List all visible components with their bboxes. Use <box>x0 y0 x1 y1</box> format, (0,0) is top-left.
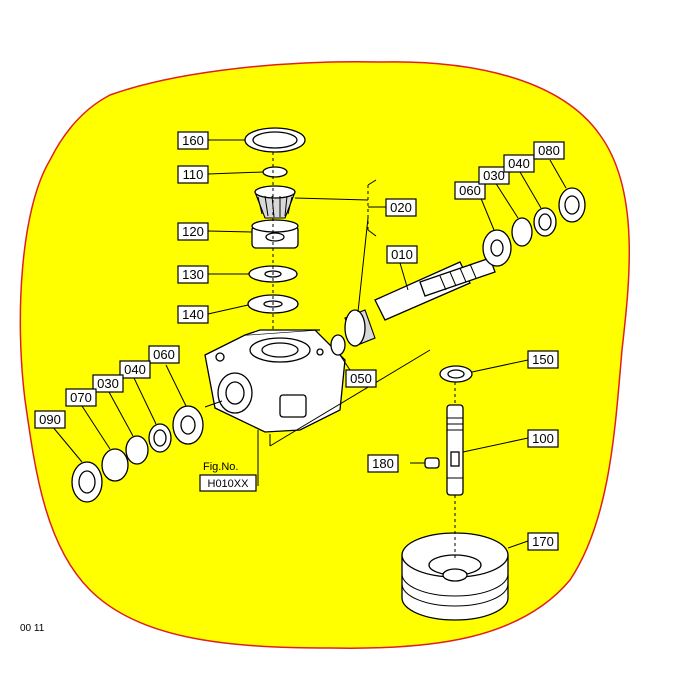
svg-text:010: 010 <box>391 247 413 262</box>
bevel-gear-shaft <box>344 309 376 347</box>
label-130: 130 <box>177 265 209 284</box>
seal-080 <box>558 187 586 223</box>
label-030-left: 030 <box>92 374 124 393</box>
label-060-right: 060 <box>454 181 486 200</box>
svg-text:090: 090 <box>39 412 61 427</box>
svg-text:050: 050 <box>350 371 372 386</box>
key-180 <box>424 457 440 469</box>
label-080: 080 <box>533 141 565 160</box>
label-110: 110 <box>177 165 209 184</box>
label-160: 160 <box>177 131 209 150</box>
washer-140 <box>247 294 299 314</box>
ring-070-left <box>101 448 129 482</box>
leader-lines <box>51 139 567 560</box>
label-070: 070 <box>65 388 97 407</box>
bearing-060-right <box>482 229 512 267</box>
svg-text:070: 070 <box>70 390 92 405</box>
svg-text:110: 110 <box>183 167 204 182</box>
figure-label: Fig.No. <box>203 461 238 473</box>
ring-040-left <box>148 423 172 453</box>
figure-code: H010XX <box>208 478 250 490</box>
figure-reference: Fig.No. H010XX <box>199 461 257 492</box>
bearing-060-left <box>172 405 204 445</box>
seal-ring-160 <box>244 127 306 153</box>
bearing-120 <box>251 219 299 249</box>
svg-text:100: 100 <box>532 431 554 446</box>
label-150: 150 <box>527 350 559 369</box>
svg-text:030: 030 <box>483 168 505 183</box>
seal-090 <box>71 461 103 503</box>
label-040-left: 040 <box>119 360 151 379</box>
svg-text:080: 080 <box>538 143 560 158</box>
label-040-right: 040 <box>503 154 535 173</box>
label-030-right: 030 <box>478 166 510 185</box>
ring-030-right <box>511 217 533 247</box>
ring-050 <box>330 334 346 356</box>
label-140: 140 <box>177 305 209 324</box>
label-010: 010 <box>386 245 418 264</box>
output-shaft-100 <box>446 404 464 496</box>
svg-text:040: 040 <box>508 156 530 171</box>
svg-text:140: 140 <box>182 307 204 322</box>
seal-150 <box>439 365 473 383</box>
label-060-left: 060 <box>148 345 180 364</box>
label-100: 100 <box>527 429 559 448</box>
label-120: 120 <box>177 222 209 241</box>
label-090: 090 <box>34 410 66 429</box>
ring-030-left <box>125 435 149 465</box>
svg-text:020: 020 <box>390 200 412 215</box>
svg-text:160: 160 <box>182 133 204 148</box>
svg-text:120: 120 <box>182 224 204 239</box>
gearbox-housing <box>204 329 346 433</box>
label-170: 170 <box>527 532 559 551</box>
svg-text:060: 060 <box>459 183 481 198</box>
svg-text:150: 150 <box>532 352 554 367</box>
ring-040-right <box>533 207 557 237</box>
corner-text: 00 11 <box>20 623 45 634</box>
svg-text:170: 170 <box>532 534 554 549</box>
snap-ring-110 <box>262 166 288 178</box>
svg-text:040: 040 <box>124 362 146 377</box>
label-050: 050 <box>345 369 377 388</box>
input-shaft-010 <box>374 257 496 321</box>
pulley-170 <box>401 532 509 621</box>
label-020: 020 <box>385 198 417 217</box>
svg-text:060: 060 <box>153 347 175 362</box>
svg-text:180: 180 <box>372 456 394 471</box>
svg-text:130: 130 <box>182 267 204 282</box>
svg-text:030: 030 <box>97 376 119 391</box>
label-180: 180 <box>367 454 399 473</box>
